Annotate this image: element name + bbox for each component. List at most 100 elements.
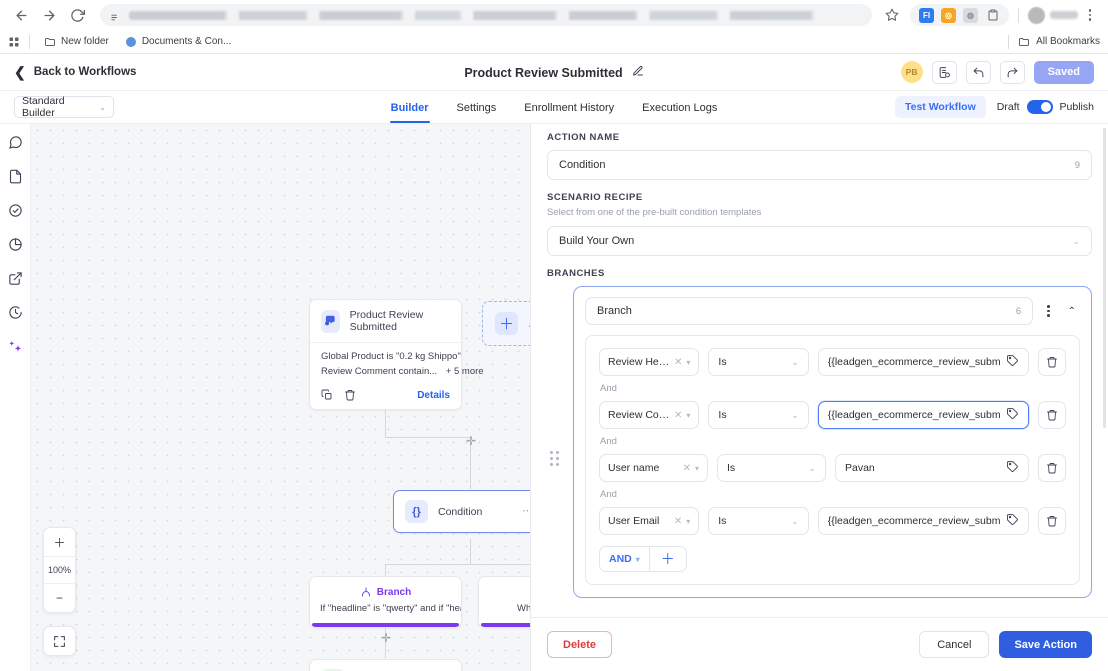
bookmark-documents[interactable]: Documents & Con... [120,34,236,50]
avatar[interactable]: PB [900,61,923,83]
comment-icon[interactable] [5,132,25,152]
details-link[interactable]: Details [417,389,450,401]
condition-value-input[interactable]: Pavan [835,454,1029,482]
node-branch-left[interactable]: Branch If "headline" is "qwerty" and if … [309,576,462,628]
tab-enrollment-history[interactable]: Enrollment History [524,101,615,114]
pencil-icon[interactable] [632,64,644,82]
clear-x-icon[interactable]: ✕ [682,462,691,474]
back-to-workflows-button[interactable]: ❮ Back to Workflows [14,65,136,79]
check-circle-icon[interactable] [5,200,25,220]
save-action-button[interactable]: Save Action [999,631,1092,658]
condition-value-input[interactable]: {{leadgen_ecommerce_review_submitted [817,401,1029,429]
delete-condition-button[interactable] [1038,507,1066,535]
bookmark-new-folder[interactable]: New folder [39,34,114,50]
trash-icon[interactable] [344,389,356,401]
builder-mode-select[interactable]: Standard Builder ⌄ [14,95,114,119]
chevron-down-icon: ⌄ [99,102,106,112]
profile-chip[interactable] [1028,3,1078,27]
address-bar-url [129,10,862,20]
tab-execution-logs[interactable]: Execution Logs [642,101,718,114]
bookmark-divider-right [1008,34,1010,49]
zoom-out-button[interactable]: − [55,591,63,605]
tag-icon[interactable] [1006,460,1019,476]
action-name-value: Condition [559,159,606,171]
all-bookmarks-button[interactable]: All Bookmarks [1005,34,1100,49]
node-email[interactable]: Email ⋯ [309,659,462,671]
orange-extension-icon[interactable]: ◎ [941,7,956,23]
node-branch-right[interactable]: Branch When none of the [478,576,530,628]
condition-operator-select[interactable]: Is ⌄ [717,454,826,482]
panel-scrollbar[interactable] [1103,128,1106,428]
condition-property-select[interactable]: Review Com... ✕ ▾ [599,401,700,429]
sparkles-icon[interactable] [5,336,25,356]
address-bar[interactable] [100,4,872,26]
condition-property-select[interactable]: User Email ✕ ▾ [599,507,700,535]
condition-value-input[interactable]: {{leadgen_ecommerce_review_submitted [817,507,1029,535]
kebab-menu-icon[interactable] [1043,302,1054,320]
main-body: ✛ ✛ ✛ Product Review Submitted Global Pr… [0,124,1108,671]
tag-icon[interactable] [1006,513,1019,529]
add-condition-group: AND ▾ ＋ [599,546,687,572]
condition-property-select[interactable]: Review Head... ✕ ▾ [599,348,700,376]
ellipsis-icon[interactable]: ⋯ [522,505,530,517]
chevron-up-icon[interactable]: ⌃ [1067,305,1076,317]
add-new-trigger-node[interactable]: ＋ Add New T [482,301,530,346]
tab-settings[interactable]: Settings [456,101,497,114]
history-clock-icon[interactable] [5,302,25,322]
browser-back-icon[interactable] [8,2,34,28]
app-header: ❮ Back to Workflows Product Review Submi… [0,54,1108,91]
workflow-canvas[interactable]: ✛ ✛ ✛ Product Review Submitted Global Pr… [31,124,530,671]
bookmark-star-icon[interactable] [880,3,904,27]
condition-operator-select[interactable]: Is ⌄ [708,348,809,376]
browser-forward-icon[interactable] [36,2,62,28]
tag-icon[interactable] [1006,354,1019,370]
branch-accent-bar [312,623,459,627]
drag-handle-icon[interactable] [550,451,559,466]
node-condition[interactable]: {} Condition ⋯ [393,490,530,533]
and-or-select[interactable]: AND ▾ [600,547,649,571]
browser-reload-icon[interactable] [64,2,90,28]
tag-icon[interactable] [1006,407,1019,423]
redo-icon[interactable] [999,60,1025,84]
zoom-in-button[interactable]: ＋ [53,535,66,550]
file-icon[interactable] [5,166,25,186]
copy-icon[interactable] [321,389,333,401]
condition-operator-select[interactable]: Is ⌄ [708,401,809,429]
add-condition-button[interactable]: ＋ [648,547,686,571]
saved-button[interactable]: Saved [1033,60,1094,84]
cancel-button[interactable]: Cancel [919,631,990,658]
clear-x-icon[interactable]: ✕ [674,356,683,368]
external-link-icon[interactable] [5,268,25,288]
test-workflow-button[interactable]: Test Workflow [894,96,986,118]
publish-toggle[interactable] [1026,100,1053,114]
delete-condition-button[interactable] [1038,401,1066,429]
fl-extension-icon[interactable]: FI [919,7,934,23]
delete-button[interactable]: Delete [547,631,613,658]
condition-value-input[interactable]: {{leadgen_ecommerce_review_submitted [817,348,1029,376]
condition-property-select[interactable]: User name ✕ ▾ [599,454,708,482]
scenario-recipe-select[interactable]: Build Your Own ⌄ [547,226,1092,256]
add-step-icon[interactable]: ✛ [466,434,477,448]
fit-to-screen-button[interactable] [43,626,76,656]
node-trigger[interactable]: Product Review Submitted Global Product … [309,299,484,411]
undo-icon[interactable] [965,60,991,84]
panel-scroll-area[interactable]: ACTION NAME Condition 9 SCENARIO RECIPE … [531,124,1108,617]
add-step-icon[interactable]: ✛ [381,631,392,645]
condition-operator-select[interactable]: Is ⌄ [708,507,809,535]
branch-name-input[interactable]: Branch 6 [585,297,1034,325]
clipboard-extension-icon[interactable] [985,8,1000,23]
clear-x-icon[interactable]: ✕ [673,515,683,527]
all-bookmarks-label: All Bookmarks [1036,36,1100,47]
condition-operator-value: Is [727,462,736,474]
clear-x-icon[interactable]: ✕ [674,409,683,421]
document-note-icon[interactable] [931,60,957,84]
browser-menu-icon[interactable] [1080,9,1100,21]
tab-builder[interactable]: Builder [389,93,430,123]
gray-extension-icon[interactable]: ◍ [963,7,978,23]
delete-condition-button[interactable] [1038,454,1066,482]
and-or-value: AND [609,553,632,565]
pie-chart-icon[interactable] [5,234,25,254]
delete-condition-button[interactable] [1038,348,1066,376]
action-name-input[interactable]: Condition 9 [547,150,1092,180]
apps-grid-icon[interactable] [8,36,20,48]
